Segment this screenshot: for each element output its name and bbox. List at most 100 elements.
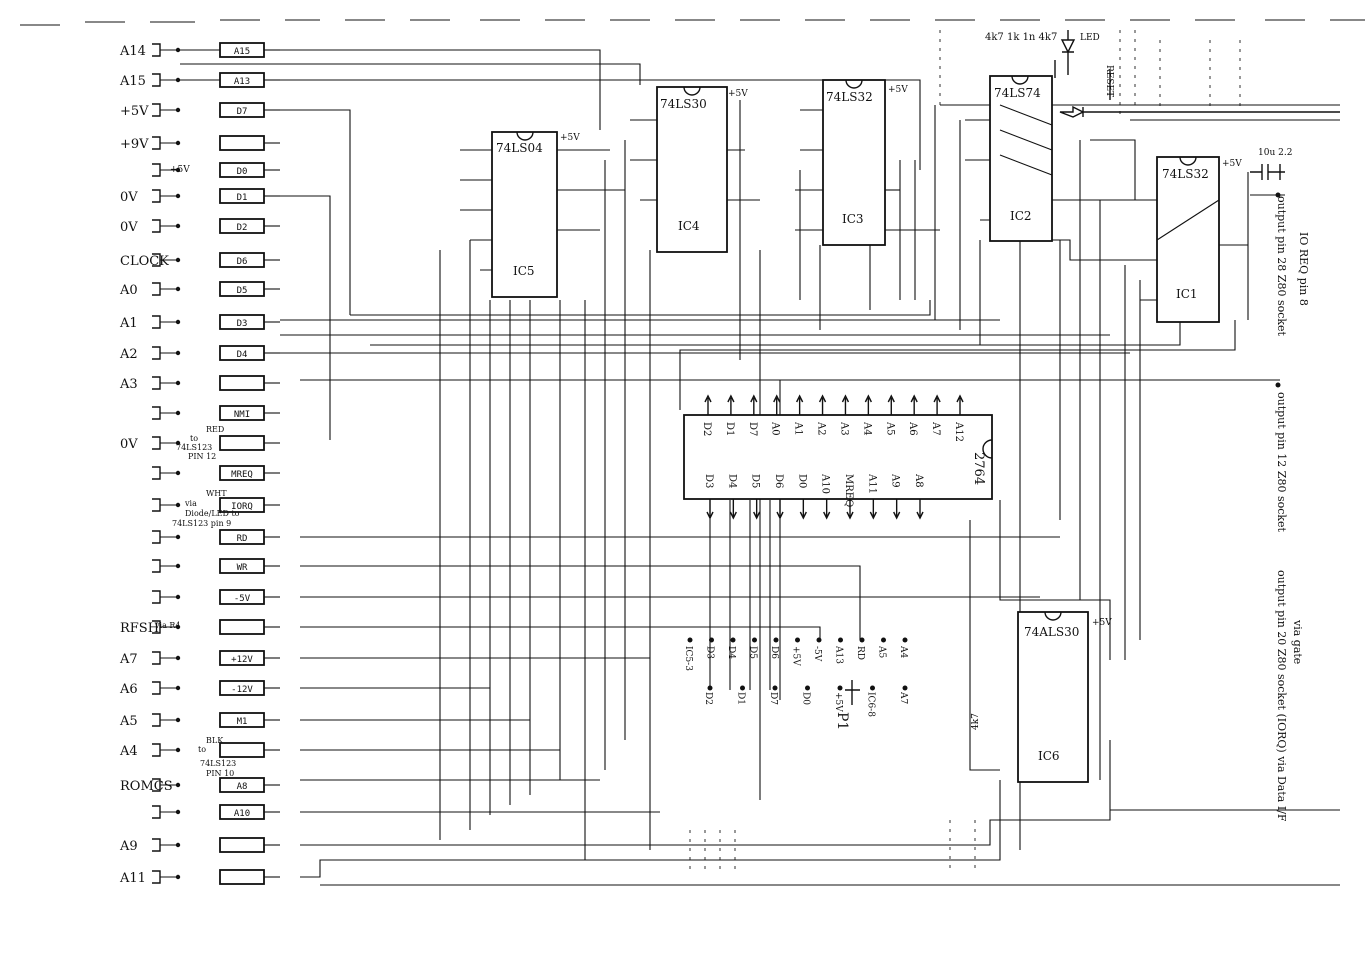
mreq-note-1: via — [184, 499, 197, 508]
eprom-bottom-pin: D0 — [796, 474, 807, 520]
p1-top-label: A4 — [898, 645, 908, 658]
note-output-28: output pin 28 Z80 socket — [1275, 196, 1288, 337]
eprom-top-label: A2 — [816, 421, 827, 436]
eprom-bottom-label: D0 — [796, 474, 807, 488]
edge-signal-label: -12V — [231, 685, 253, 695]
edge-bracket — [152, 436, 161, 450]
p1-top-label: D5 — [748, 646, 758, 659]
chip-ic6: 74ALS30 IC6 +5V — [1017, 611, 1112, 783]
eprom-top-pin: A0 — [770, 394, 781, 436]
chip-ic2-type: 74LS74 — [994, 86, 1041, 100]
edge-signal-label: A10 — [234, 809, 250, 819]
p1-label: P1 — [834, 712, 850, 730]
edge-pin-19: RFSH — [120, 619, 280, 636]
edge-pin-15: IORQ — [152, 497, 280, 513]
edge-pin-4: D0 — [152, 162, 280, 178]
edge-bracket — [152, 136, 161, 150]
eprom-top-pin: A3 — [838, 394, 849, 436]
edge-signal-label: MREQ — [231, 470, 253, 480]
eprom-bottom-pin: A10 — [820, 473, 831, 520]
p1-bottom-pin: D1 — [736, 685, 746, 705]
p1-bottom-label: D1 — [736, 692, 746, 705]
edge-pin-17: WR — [152, 558, 280, 574]
edge-signal-box — [219, 837, 265, 853]
p1-top-label: D3 — [705, 646, 715, 659]
reset-led-area: 4k7 1k 1n 4k7 LED RESET 10u 2.2 — [985, 30, 1340, 180]
edge-signal-box — [219, 135, 265, 151]
edge-signal-label: D0 — [237, 167, 248, 177]
chip-ic1-supply: +5V — [1222, 159, 1242, 169]
edge-signal-label: D1 — [237, 193, 248, 203]
edge-bracket — [152, 282, 161, 296]
edge-signal-label: D4 — [237, 350, 248, 360]
edge-bracket — [152, 590, 161, 604]
note-via-gate: via gate — [1291, 619, 1304, 664]
edge-pin-label: A14 — [119, 44, 146, 59]
edge-bracket — [152, 219, 161, 233]
edge-signal-label: D3 — [237, 319, 248, 329]
edge-signal-label: RD — [237, 534, 248, 544]
bus-wire — [800, 109, 823, 151]
edge-pin-label: +5V — [120, 104, 149, 119]
edge-pin-5: 0V D1 — [120, 188, 280, 205]
eprom-top-pin: D7 — [747, 394, 758, 436]
chip-ic1-type: 74LS32 — [1162, 167, 1209, 181]
edge-pin-label: A3 — [119, 377, 138, 392]
edge-pin-11: A3 — [119, 375, 280, 392]
edge-notes: +5V via R4 RED to 74LS123 PIN 12 WHT via… — [154, 165, 981, 778]
eprom-top-pin: A12 — [953, 394, 964, 442]
chip-ic6-name: IC6 — [1038, 749, 1060, 763]
eprom-top-pin: D2 — [701, 394, 712, 436]
chip-ic4-type: 74LS30 — [660, 97, 707, 111]
bus-wire — [180, 63, 641, 85]
edge-bracket — [152, 376, 161, 390]
chip-ic4: 74LS30 IC4 +5V — [656, 86, 748, 253]
chip-ic5-name: IC5 — [513, 264, 535, 278]
edge-bracket — [152, 805, 161, 819]
p1-top-pin: A5 — [877, 637, 887, 658]
chip-ic1-name: IC1 — [1176, 287, 1198, 301]
p1-top-pin: D4 — [726, 637, 736, 659]
chip-ic5-type: 74LS04 — [496, 141, 543, 155]
p1-bottom-pin: D7 — [768, 685, 778, 705]
edge-pin-12: NMI — [152, 405, 280, 421]
edge-pin-label: 0V — [120, 220, 138, 235]
p1-top-pin: D5 — [748, 637, 758, 659]
edge-bracket — [152, 838, 161, 852]
eprom-top-pin: A6 — [907, 394, 918, 436]
edge-pin-label: 0V — [120, 190, 138, 205]
p1-top-pin: IC5-3 — [683, 637, 693, 671]
bus-wire — [370, 300, 1181, 346]
eprom-bottom-pin: D3 — [703, 474, 714, 520]
chip-ic4-supply: +5V — [728, 89, 748, 99]
p1-top-label: A5 — [877, 645, 887, 658]
p1-bottom-pin: IC6-8 — [866, 685, 876, 717]
edge-pin-label: +9V — [120, 137, 149, 152]
edge-bracket — [152, 103, 161, 117]
chip-ic5: 74LS04 IC5 +5V — [491, 131, 580, 298]
p1-bottom-label: IC6-8 — [866, 692, 876, 717]
eprom-bottom-pin: MREQ — [843, 474, 854, 520]
edge-bracket — [152, 651, 161, 665]
p1-top-pin: A4 — [898, 637, 908, 658]
p1-top-label: D6 — [769, 646, 779, 659]
note-ioreq: IO REQ pin 8 — [1297, 232, 1310, 306]
chip-ic3-name: IC3 — [842, 212, 864, 226]
bus-wire — [965, 119, 990, 221]
edge-signal-box — [219, 869, 265, 885]
p1-bottom-pin: A7 — [898, 685, 908, 704]
edge-signal-box — [219, 435, 265, 451]
eprom-top-label: A5 — [884, 421, 895, 436]
note-rfsh: via R4 — [154, 621, 181, 630]
p1-top-pin: D6 — [769, 637, 779, 659]
edge-pin-label: CLOCK — [120, 254, 169, 269]
bus-wire — [280, 109, 351, 315]
edge-bracket — [152, 530, 161, 544]
edge-signal-label: D6 — [237, 257, 248, 267]
